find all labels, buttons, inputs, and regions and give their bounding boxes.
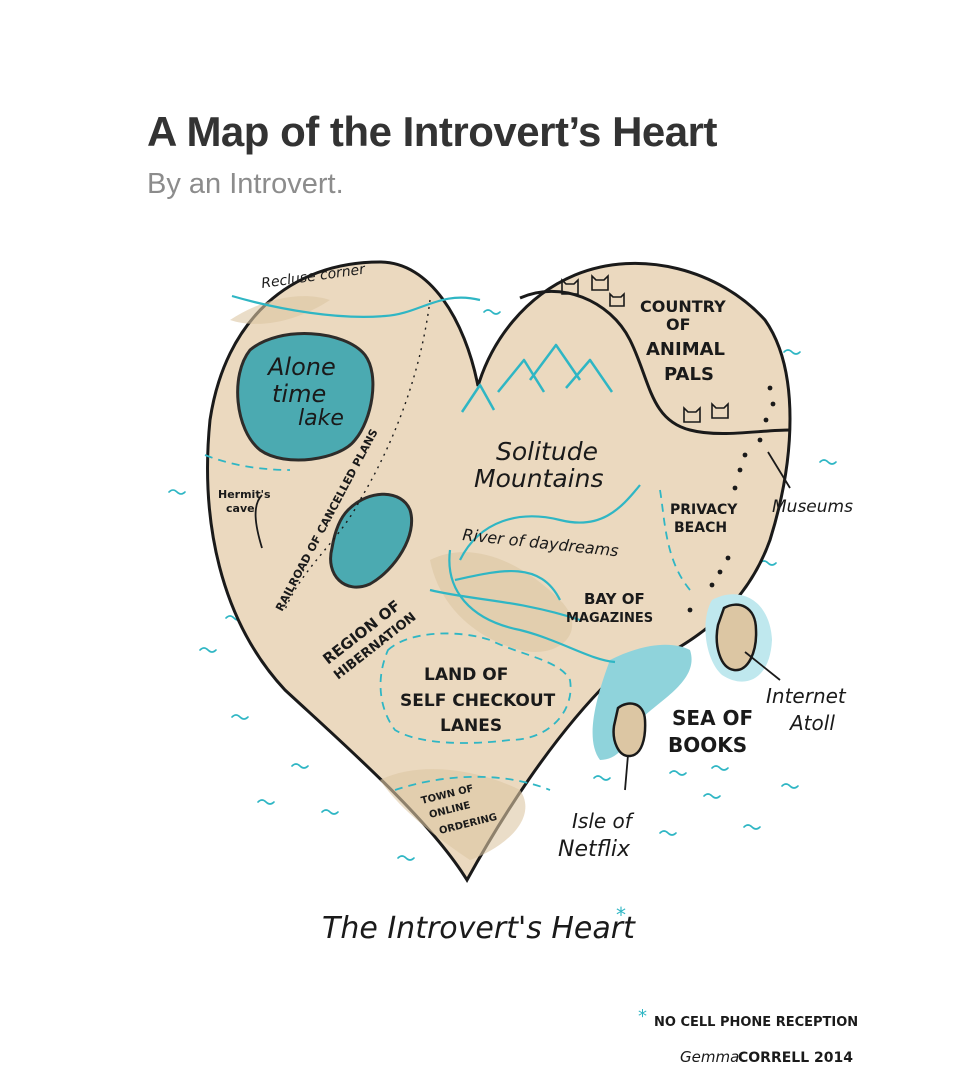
label-netflix-2: Netflix: [558, 837, 631, 862]
alone-time-lake: [236, 332, 375, 462]
privacy-beach-dots: [687, 385, 776, 613]
rivers: [231, 294, 641, 664]
internet-atoll-island: [715, 603, 758, 672]
label-alone-1: Alone: [266, 353, 336, 381]
label-solitude-1: Solitude: [496, 437, 598, 466]
label-atoll-1: Internet: [766, 684, 847, 708]
isle-of-netflix-island: [612, 702, 647, 758]
railroad-track: [284, 299, 431, 611]
page-title: A Map of the Introvert’s Heart: [147, 108, 717, 155]
label-country-4: PALS: [664, 364, 714, 385]
label-atoll-2: Atoll: [788, 711, 835, 735]
label-checkout-2: SELF CHECKOUT: [400, 691, 556, 711]
label-country-2: OF: [666, 315, 691, 334]
label-privacy-1: PRIVACY: [670, 502, 738, 518]
signature-name: Gemma: [680, 1048, 739, 1066]
animal-icons: [561, 274, 729, 423]
footnote-asterisk: *: [638, 1006, 647, 1027]
label-checkout-3: LANES: [440, 716, 502, 736]
label-sea-2: BOOKS: [668, 733, 747, 757]
page-subtitle: By an Introvert.: [147, 168, 344, 200]
caption-asterisk: *: [616, 903, 626, 927]
label-hermit-1: Hermit's: [218, 488, 271, 501]
label-alone-3: lake: [298, 406, 344, 431]
label-solitude-2: Mountains: [474, 464, 604, 493]
label-netflix-1: Isle of: [572, 809, 635, 833]
label-bay-1: BAY OF: [584, 590, 645, 608]
label-privacy-2: BEACH: [674, 520, 727, 536]
label-checkout-1: LAND OF: [424, 665, 508, 685]
label-country-1: COUNTRY: [640, 297, 726, 316]
country-boundary: [519, 289, 791, 436]
label-hermit-2: cave: [226, 502, 255, 515]
label-pointers: [254, 451, 791, 791]
dashed-borders: [204, 454, 691, 791]
label-alone-2: time: [272, 380, 326, 408]
heart-caption: The Introvert's Heart: [322, 911, 636, 946]
solitude-mountains: [460, 343, 614, 413]
footnote-text: NO CELL PHONE RECEPTION: [654, 1015, 858, 1030]
label-bay-2: MAGAZINES: [566, 611, 653, 626]
label-country-3: ANIMAL: [646, 339, 725, 360]
label-sea-1: SEA OF: [672, 706, 753, 730]
label-museums: Museums: [772, 497, 853, 517]
signature-rest: CORRELL 2014: [738, 1050, 853, 1066]
